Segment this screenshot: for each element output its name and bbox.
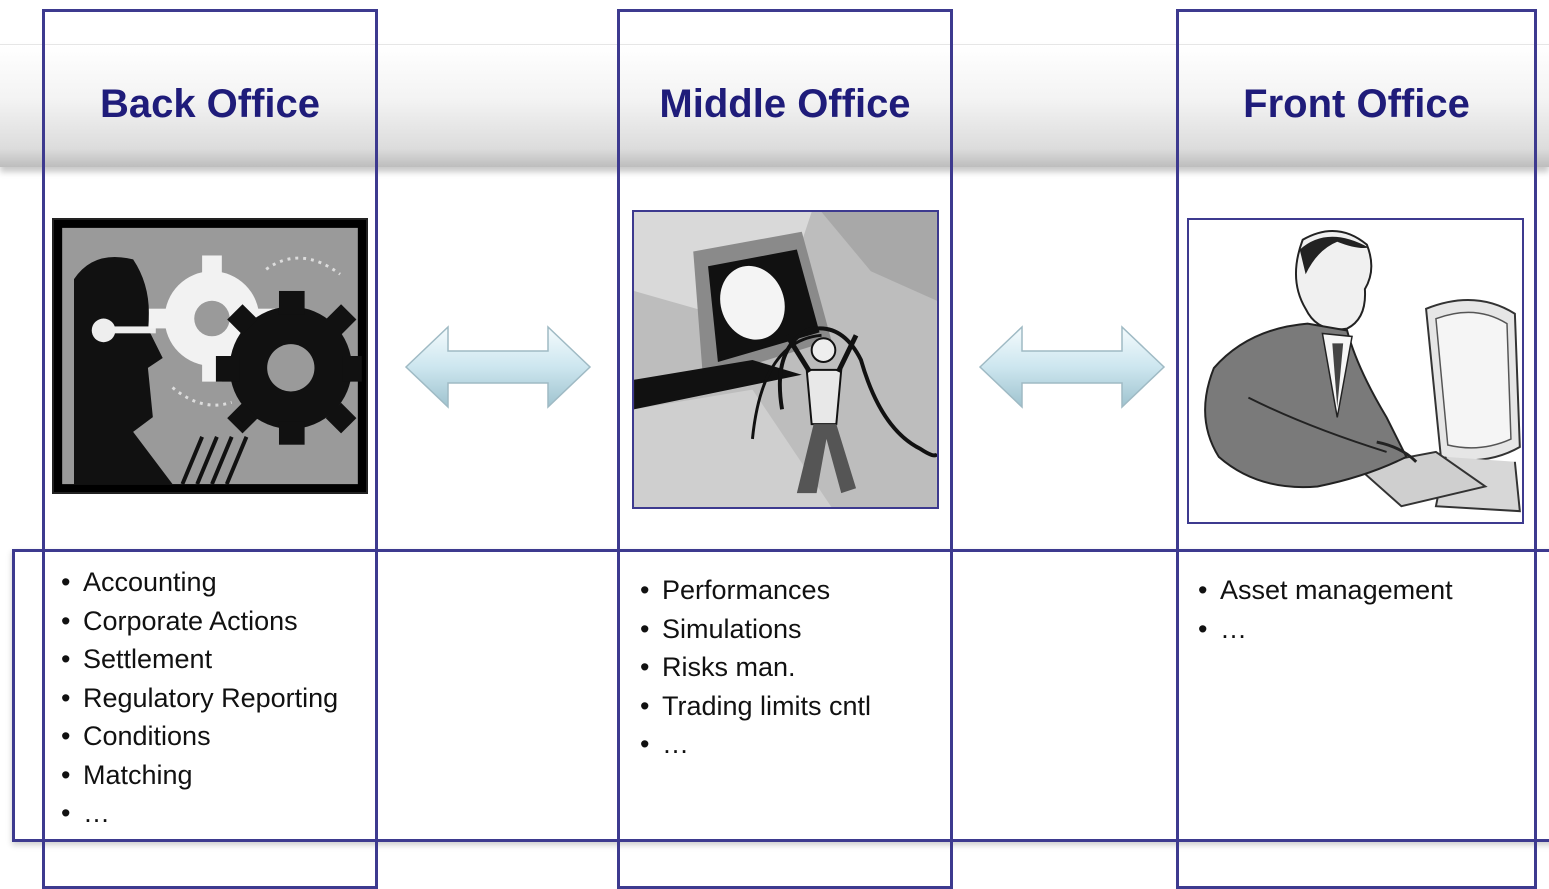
list-item: Performances <box>640 571 871 610</box>
list-item: Matching <box>61 756 338 795</box>
front-office-title: Front Office <box>1243 82 1470 126</box>
back-office-title: Back Office <box>99 82 321 126</box>
list-item: Trading limits cntl <box>640 687 871 726</box>
list-item: Regulatory Reporting <box>61 679 338 718</box>
list-item: … <box>1198 610 1453 649</box>
middle-office-title: Middle Office <box>659 82 911 126</box>
items-row-frame <box>12 549 1549 842</box>
double-arrow-icon <box>404 323 592 411</box>
back-office-list: Accounting Corporate Actions Settlement … <box>61 563 338 833</box>
person-computer-clipart-icon <box>632 210 939 509</box>
list-item: Settlement <box>61 640 338 679</box>
front-office-list: Asset management … <box>1198 571 1453 648</box>
middle-office-list: Performances Simulations Risks man. Trad… <box>640 571 871 764</box>
list-item: Asset management <box>1198 571 1453 610</box>
double-arrow-icon <box>978 323 1166 411</box>
list-item: … <box>640 725 871 764</box>
list-item: Simulations <box>640 610 871 649</box>
list-item: Corporate Actions <box>61 602 338 641</box>
list-item: Risks man. <box>640 648 871 687</box>
list-item: Conditions <box>61 717 338 756</box>
list-item: Accounting <box>61 563 338 602</box>
man-at-computer-icon <box>1187 218 1524 524</box>
gears-businessman-icon <box>52 218 368 494</box>
list-item: … <box>61 794 338 833</box>
header-band <box>0 44 1549 167</box>
